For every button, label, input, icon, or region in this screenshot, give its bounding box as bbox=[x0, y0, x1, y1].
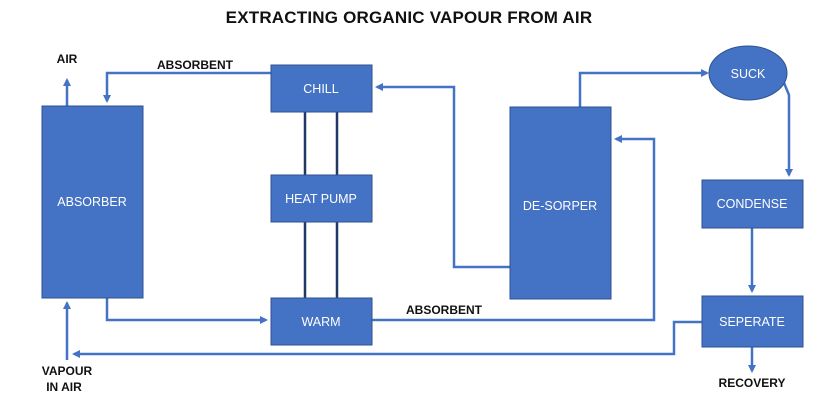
suck-label: SUCK bbox=[731, 67, 766, 81]
chill-to-absorber-arrow bbox=[103, 71, 271, 103]
absorber-box bbox=[41, 105, 144, 299]
heat-pump-box bbox=[270, 174, 373, 223]
desorper-label: DE-SORPER bbox=[523, 199, 597, 213]
seperate-label: SEPERATE bbox=[719, 315, 785, 329]
chill-label: CHILL bbox=[303, 82, 338, 96]
absorbent-bottom-label: ABSORBENT bbox=[406, 303, 483, 317]
diagram-title: EXTRACTING ORGANIC VAPOUR FROM AIR bbox=[225, 8, 593, 27]
condense-box bbox=[701, 179, 804, 229]
suck-to-condense-arrow bbox=[780, 77, 793, 177]
suck-ellipse bbox=[708, 45, 788, 101]
vapour-label-line2: IN AIR bbox=[46, 380, 82, 394]
heat-pump-label: HEAT PUMP bbox=[285, 192, 357, 206]
air-label: AIR bbox=[57, 52, 78, 66]
warm-to-desorper-arrow bbox=[372, 135, 656, 322]
condense-label: CONDENSE bbox=[717, 197, 788, 211]
desorper-to-suck-arrow bbox=[578, 69, 709, 107]
seperate-box bbox=[701, 295, 804, 348]
warm-box bbox=[270, 297, 373, 346]
absorber-to-warm-arrow bbox=[105, 298, 268, 324]
desorper-box bbox=[509, 106, 612, 300]
chill-box bbox=[270, 64, 373, 113]
absorbent-top-label: ABSORBENT bbox=[157, 58, 234, 72]
absorber-label: ABSORBER bbox=[57, 195, 126, 209]
vapour-label-line1: VAPOUR bbox=[42, 364, 93, 378]
seperate-return-arrow bbox=[72, 320, 702, 358]
warm-label: WARM bbox=[301, 315, 340, 329]
recovery-label: RECOVERY bbox=[719, 376, 786, 390]
desorper-to-chill-arrow bbox=[375, 83, 510, 269]
